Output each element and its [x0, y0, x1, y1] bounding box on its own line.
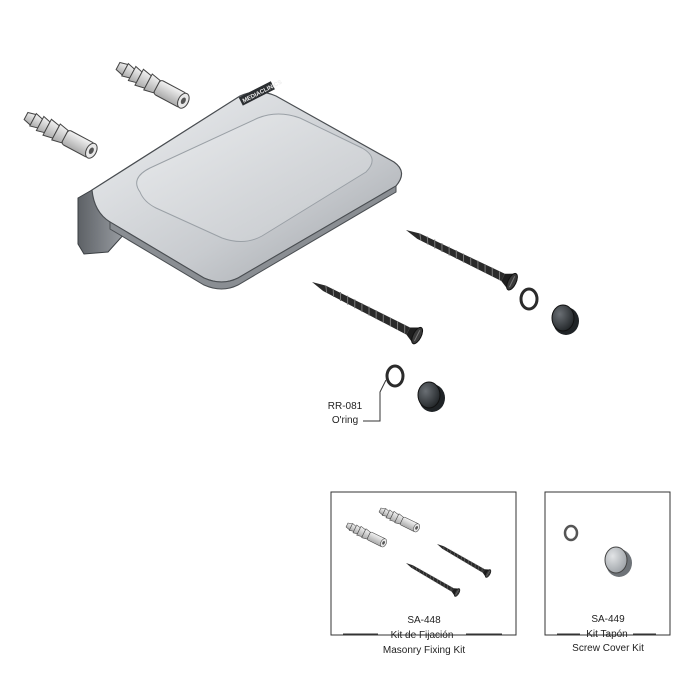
callout-oring: RR-081 O'ring — [328, 379, 387, 426]
kit-box-screw-cover: SA-449 Kit Tapón Screw Cover Kit — [544, 491, 671, 654]
oring-lower — [385, 364, 405, 388]
kit-screw-1 — [434, 539, 493, 579]
wall-plug-upper — [113, 57, 193, 112]
kit-wall-plug-1 — [377, 505, 422, 534]
kit-448-name-en: Masonry Fixing Kit — [383, 645, 465, 656]
kit-screw-2 — [403, 558, 462, 598]
kit-448-code: SA-448 — [407, 615, 441, 626]
kit-448-name-es: Kit de Fijación — [391, 630, 454, 641]
kit-449-name-es: Kit Tapón — [586, 629, 628, 640]
kit-oring — [563, 524, 579, 542]
kit-screw-cover — [604, 546, 632, 577]
soap-dish: MEDIACLINICS — [77, 80, 403, 290]
kit-box-frame — [544, 491, 671, 636]
oring-upper — [519, 287, 539, 311]
screw-lower — [307, 273, 426, 346]
callout-oring-name: O'ring — [332, 415, 358, 426]
kit-wall-plug-2 — [344, 520, 389, 549]
soap-dish-recess — [136, 113, 373, 242]
screw-upper — [401, 221, 521, 293]
wall-plug-lower — [21, 107, 101, 162]
screw-cover-upper — [551, 304, 579, 335]
callout-leader-line — [363, 379, 387, 422]
callout-oring-code: RR-081 — [328, 401, 363, 412]
kit-box-frame — [330, 491, 517, 636]
kit-box-masonry-fixing: SA-448 Kit de Fijación Masonry Fixing Ki… — [330, 491, 517, 656]
screw-cover-lower — [417, 381, 445, 412]
kit-449-name-en: Screw Cover Kit — [572, 643, 644, 654]
kit-449-code: SA-449 — [591, 614, 625, 625]
